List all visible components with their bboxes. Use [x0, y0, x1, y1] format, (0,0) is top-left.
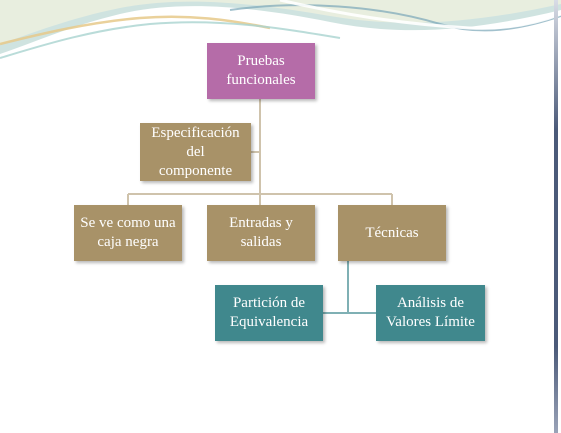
node-child-1: Se ve como una caja negra — [74, 205, 182, 261]
right-border-line — [554, 0, 558, 433]
node-root: Pruebas funcionales — [207, 43, 315, 99]
decorative-wave-banner — [0, 0, 561, 59]
node-assistant: Especificación del componente — [140, 123, 251, 181]
node-technique-2: Análisis de Valores Límite — [376, 285, 485, 341]
node-technique-1: Partición de Equivalencia — [215, 285, 323, 341]
node-child-3: Técnicas — [338, 205, 446, 261]
node-child-2: Entradas y salidas — [207, 205, 315, 261]
